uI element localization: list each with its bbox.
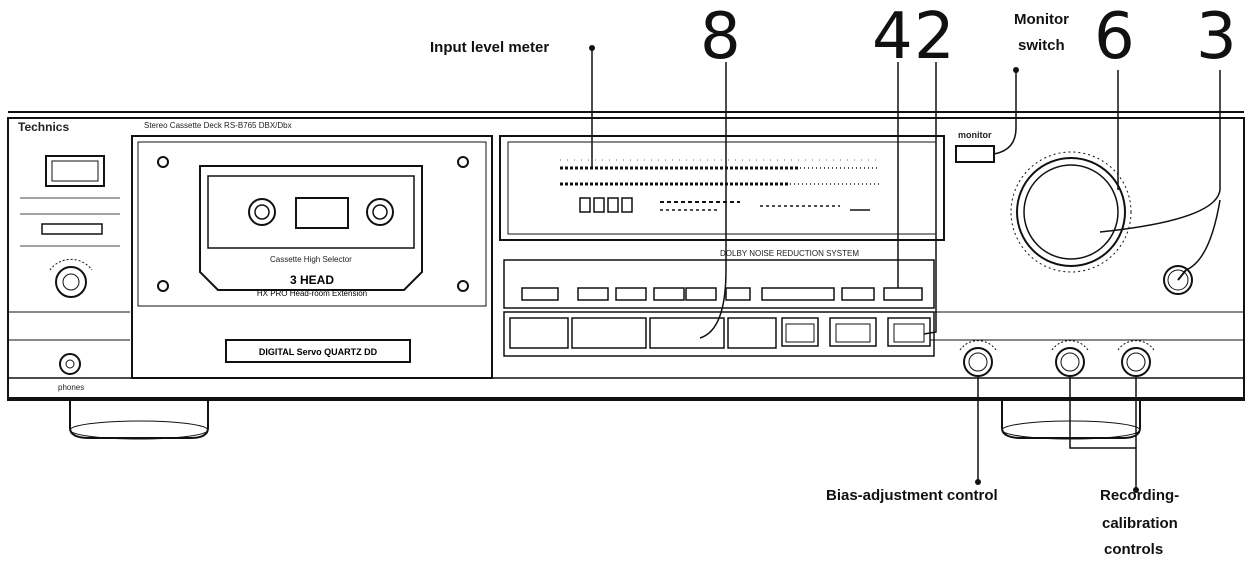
phones-level-knob[interactable]	[55, 266, 87, 298]
display-panel: DOLBY NOISE REDUCTION SYSTEM	[499, 135, 945, 258]
rec-button-2[interactable]	[887, 317, 931, 347]
recording-calibration-label-3: controls	[1104, 541, 1163, 558]
memory-button[interactable]	[725, 287, 751, 301]
reset-button[interactable]	[685, 287, 717, 301]
right-reel	[366, 198, 394, 226]
rewind-button[interactable]	[571, 317, 647, 349]
rec-cal-right-knob[interactable]	[1121, 347, 1151, 377]
input-level-meter-label: Input level meter	[430, 39, 549, 56]
recording-calibration-label-2: calibration	[1102, 515, 1178, 532]
monitor-switch-label-1: Monitor	[1014, 11, 1069, 28]
control-buttons	[503, 259, 935, 357]
tape-counter	[579, 197, 633, 213]
number-4-label: 4	[872, 0, 913, 74]
callout-dots	[589, 45, 1139, 493]
brand-label: Technics	[18, 120, 69, 134]
bias-adjustment-knob[interactable]	[963, 347, 993, 377]
phones-label: phones	[58, 383, 84, 392]
quartz-label: DIGITAL Servo QUARTZ DD	[259, 347, 378, 357]
model-label: Stereo Cassette Deck RS-B765 DBX/Dbx	[144, 121, 292, 130]
callout-lines	[591, 48, 1221, 490]
auto-rec-mute-button[interactable]	[761, 287, 835, 301]
dolby-label: DOLBY NOISE REDUCTION SYSTEM	[720, 249, 859, 258]
head-title: 3 HEAD	[290, 273, 334, 287]
bias-adjustment-label: Bias-adjustment control	[826, 487, 998, 504]
search-button[interactable]	[841, 287, 875, 301]
rec-cal-left-knob[interactable]	[1055, 347, 1085, 377]
monitor-switch-button[interactable]	[955, 145, 995, 163]
left-reel	[248, 198, 276, 226]
tape-select-button[interactable]	[521, 287, 559, 301]
pause-button[interactable]	[829, 317, 877, 347]
balance-knob-3[interactable]	[1163, 265, 1193, 295]
play-button-8[interactable]	[649, 317, 725, 349]
timer-switch[interactable]	[41, 223, 103, 235]
left-panel: Technics phones	[18, 120, 120, 392]
counter-mode-button[interactable]	[653, 287, 685, 301]
rec-pause-button[interactable]	[509, 317, 569, 349]
dolby-nr-button[interactable]	[577, 287, 609, 301]
button-4[interactable]	[883, 287, 923, 301]
number-8-label: 8	[700, 0, 741, 74]
number-6-label: 6	[1094, 0, 1135, 74]
right-panel: monitor	[955, 130, 1193, 377]
cassette-compartment: Stereo Cassette Deck RS-B765 DBX/Dbx Cas…	[131, 121, 493, 379]
ff-button[interactable]	[781, 317, 819, 347]
number-3-label: 3	[1196, 0, 1237, 74]
stop-button[interactable]	[727, 317, 777, 349]
phones-jack[interactable]	[59, 353, 81, 375]
rec-level-knob-6[interactable]	[1016, 157, 1126, 267]
tape-window	[295, 197, 349, 229]
rec-level-scale	[1010, 151, 1132, 273]
head-subtitle: HX PRO Head-room Extension	[257, 289, 367, 298]
monitor-key-label: monitor	[958, 130, 992, 140]
deck-body	[7, 111, 1245, 440]
number-2-label: 2	[914, 0, 955, 74]
cassette-type-label: Cassette High Selector	[270, 255, 352, 264]
mpx-filter-button[interactable]	[615, 287, 647, 301]
input-level-meter	[560, 159, 880, 186]
recording-calibration-label-1: Recording-	[1100, 487, 1179, 504]
monitor-switch-label-2: switch	[1018, 37, 1065, 54]
